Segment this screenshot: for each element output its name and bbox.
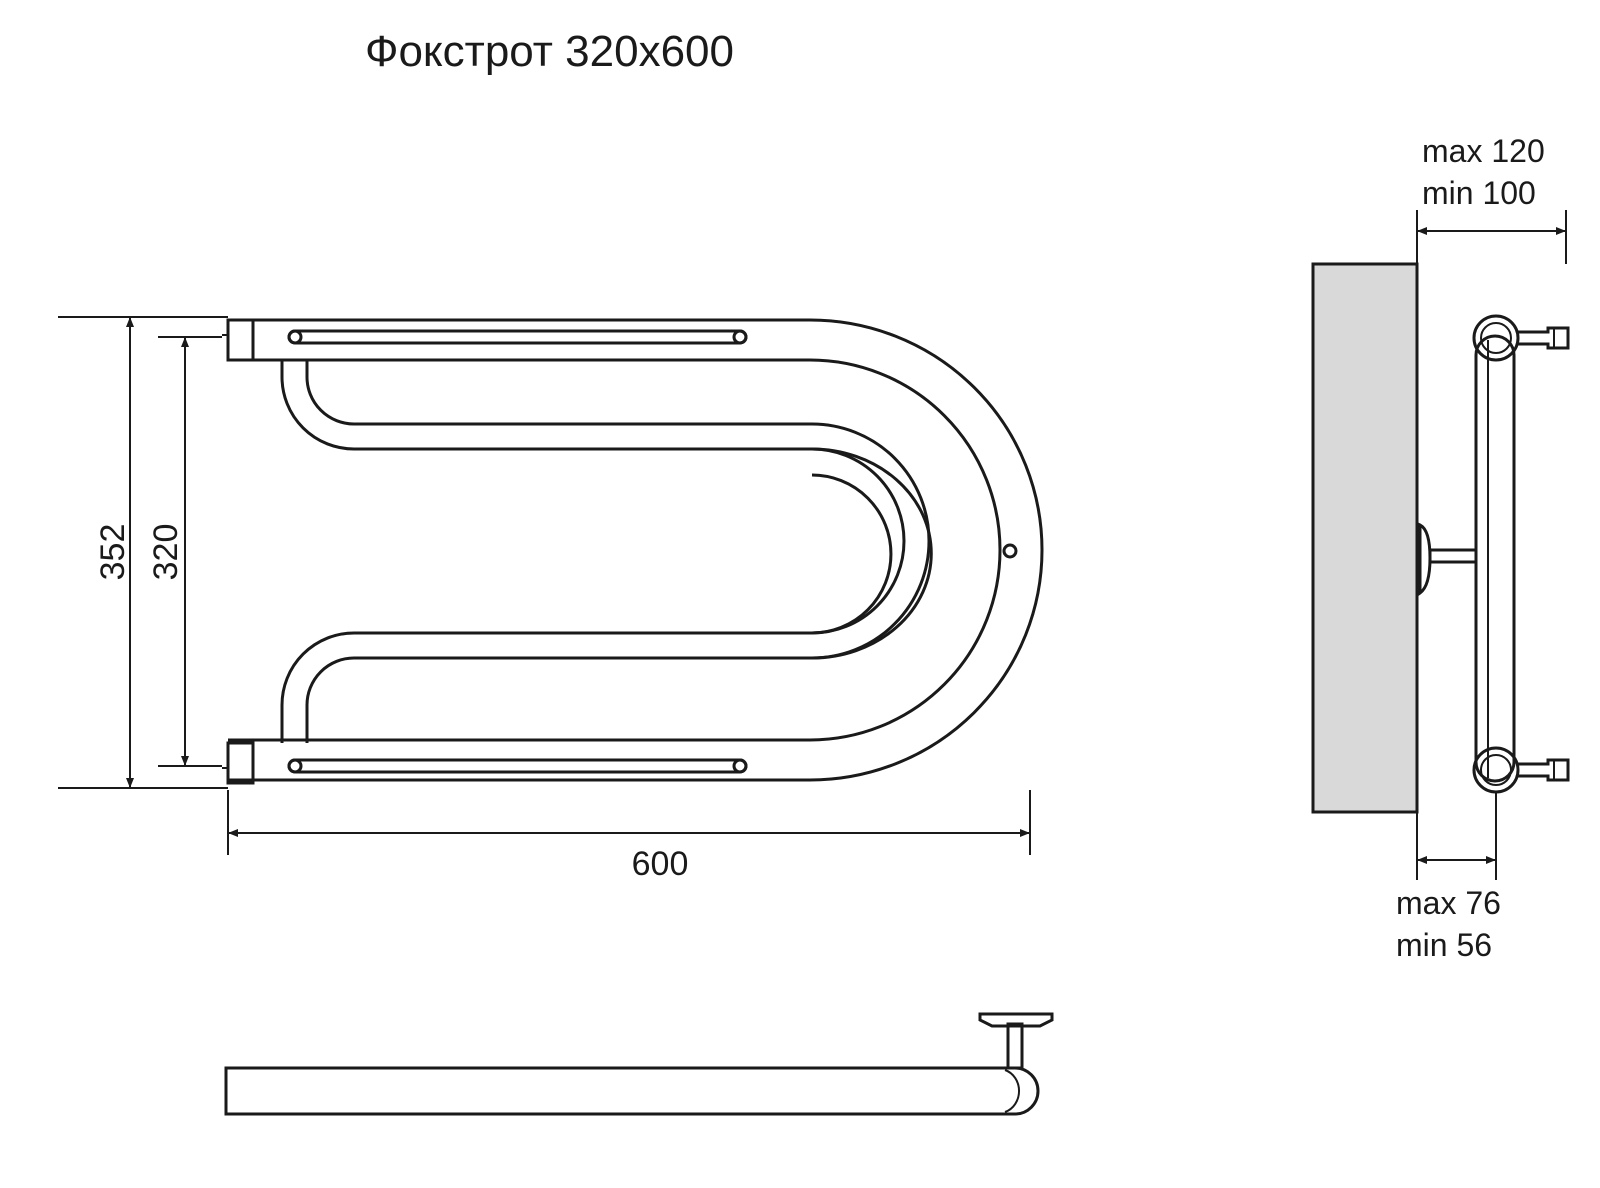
side-center-bracket-stem xyxy=(1428,548,1478,564)
bottom-slot-hole-left xyxy=(287,758,303,774)
side-top-elbow-inner xyxy=(1480,322,1512,354)
pipe-offset-min-label: min 56 xyxy=(1396,927,1492,963)
top-slot-hole-right xyxy=(732,329,748,345)
plan-bracket-flange xyxy=(978,1012,1054,1028)
side-view: max 120 min 100 max 76 min 56 xyxy=(1311,133,1570,963)
side-bottom-elbow-inner xyxy=(1480,754,1512,786)
inner-serpentine-outer xyxy=(280,360,906,743)
serpentine-bend-outer xyxy=(811,473,893,635)
wall-distance-max-label: max 120 xyxy=(1422,133,1545,169)
pipe-offset-max-label: max 76 xyxy=(1396,885,1501,921)
outer-tube-inner-edge xyxy=(228,358,1002,742)
diagram-title: Фокстрот 320х600 xyxy=(365,27,734,76)
dimension-352: 352 xyxy=(58,316,228,789)
bottom-slot xyxy=(287,758,748,774)
center-mount-hole xyxy=(1002,543,1018,559)
inner-serpentine-inner xyxy=(305,360,931,743)
side-bottom-connector xyxy=(1518,758,1570,782)
serpentine-bend-inner xyxy=(811,447,933,660)
wall-distance-min-label: min 100 xyxy=(1422,175,1536,211)
top-slot-hole-left xyxy=(287,329,303,345)
plan-view xyxy=(224,1012,1054,1116)
plan-bracket-stem xyxy=(1006,1022,1024,1070)
plan-tube xyxy=(224,1066,1040,1116)
dimension-320-label: 320 xyxy=(147,524,185,581)
wall xyxy=(1311,262,1419,814)
side-top-connector xyxy=(1518,326,1570,350)
plan-tube-end xyxy=(1004,1069,1020,1113)
front-view xyxy=(222,318,1044,785)
dimension-352-label: 352 xyxy=(94,524,132,581)
top-slot xyxy=(287,329,748,345)
dimension-600-label: 600 xyxy=(632,845,689,883)
bottom-slot-hole-right xyxy=(732,758,748,774)
side-tube xyxy=(1474,334,1516,783)
dimension-320: 320 xyxy=(147,336,222,767)
side-top-elbow xyxy=(1472,314,1520,362)
dimension-600: 600 xyxy=(227,790,1031,883)
bottom-mounting-bar xyxy=(226,741,255,785)
outer-tube xyxy=(228,318,1044,782)
top-mounting-bar xyxy=(226,318,255,362)
